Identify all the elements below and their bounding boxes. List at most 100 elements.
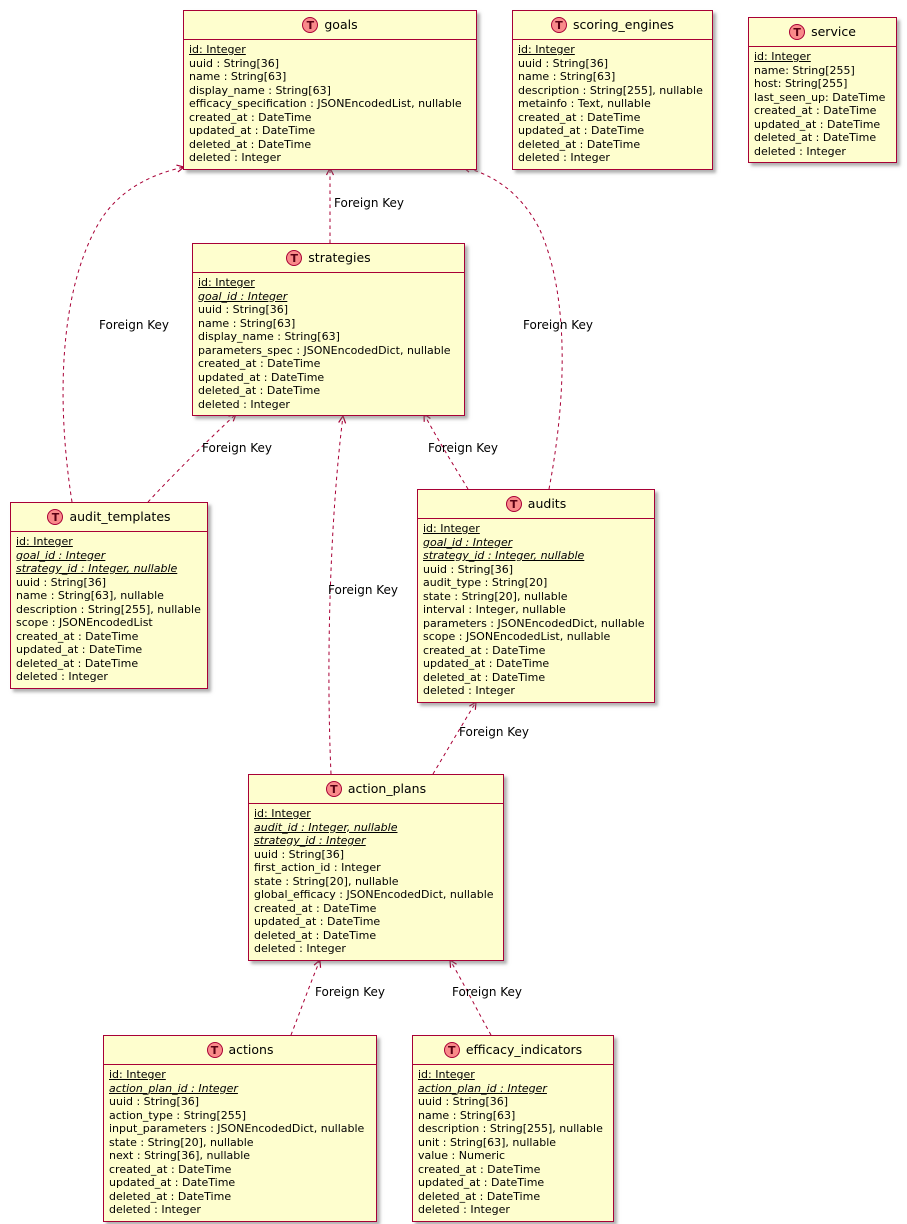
- field-row: created_at : DateTime: [423, 643, 546, 657]
- field-row: created_at : DateTime: [109, 1162, 232, 1176]
- field-row: state : String[20], nullable: [423, 589, 568, 603]
- table-name: action_plans: [347, 781, 427, 796]
- field-row: state : String[20], nullable: [109, 1135, 254, 1149]
- relation-label-actions-action_plans: Foreign Key: [315, 985, 385, 999]
- field-row: input_parameters : JSONEncodedDict, null…: [109, 1122, 365, 1135]
- relation-label-action_plans-audits: Foreign Key: [459, 725, 529, 739]
- field-row: id: Integer: [189, 43, 246, 56]
- relation-arrow-audit_templates-strategies: [147, 414, 236, 503]
- table-name: audit_templates: [69, 509, 171, 524]
- field-row: updated_at : DateTime: [254, 915, 381, 928]
- field-row: unit : String[63], nullable: [418, 1135, 557, 1149]
- field-row: deleted : Integer: [423, 684, 515, 697]
- table-name: scoring_engines: [573, 17, 674, 32]
- relation-label-audit_templates-goals: Foreign Key: [99, 318, 169, 332]
- field-row: action_plan_id : Integer: [418, 1081, 547, 1095]
- table-name: actions: [228, 1042, 274, 1057]
- field-row: deleted : Integer: [418, 1203, 510, 1216]
- field-row: efficacy_specification : JSONEncodedList…: [189, 97, 462, 110]
- relation-label-audit_templates-strategies: Foreign Key: [202, 441, 272, 455]
- field-row: deleted_at : DateTime: [189, 137, 312, 151]
- field-row: uuid : String[36]: [198, 303, 289, 316]
- table-name: goals: [324, 17, 358, 32]
- field-row: goal_id : Integer: [198, 289, 288, 303]
- field-row: description : String[255], nullable: [518, 83, 703, 97]
- field-row: uuid : String[36]: [254, 847, 345, 861]
- field-row: updated_at : DateTime: [418, 1176, 545, 1189]
- field-row: uuid : String[36]: [423, 562, 514, 576]
- field-row: first_action_id : Integer: [254, 861, 381, 874]
- table-spot-icon: T: [206, 1042, 223, 1058]
- field-row: id: Integer: [518, 43, 575, 56]
- field-row: metainfo : Text, nullable: [518, 97, 651, 110]
- field-row: uuid : String[36]: [418, 1095, 509, 1108]
- field-row: goal_id : Integer: [16, 548, 106, 562]
- field-row: description : String[255], nullable: [16, 602, 201, 616]
- field-row: deleted_at : DateTime: [198, 384, 321, 397]
- field-row: created_at : DateTime: [418, 1162, 541, 1176]
- field-row: host: String[255]: [754, 77, 848, 90]
- field-row: deleted_at : DateTime: [518, 137, 641, 151]
- field-row: deleted : Integer: [518, 151, 610, 164]
- field-row: action_plan_id : Integer: [109, 1081, 238, 1095]
- relation-label-strategies-goals: Foreign Key: [334, 196, 404, 210]
- field-row: deleted : Integer: [16, 670, 108, 683]
- field-row: updated_at : DateTime: [198, 370, 325, 384]
- field-row: id: Integer: [254, 807, 311, 820]
- field-row: deleted_at : DateTime: [109, 1189, 232, 1203]
- field-row: name : String[63], nullable: [16, 589, 164, 602]
- field-row: strategy_id : Integer, nullable: [16, 562, 178, 575]
- relation-label-audits-strategies: Foreign Key: [428, 441, 498, 455]
- field-row: id: Integer: [418, 1068, 475, 1081]
- field-row: created_at : DateTime: [518, 110, 641, 124]
- table-name: strategies: [308, 250, 371, 265]
- field-row: deleted_at : DateTime: [16, 656, 139, 670]
- field-row: parameters_spec : JSONEncodedDict, nulla…: [198, 343, 451, 357]
- field-row: deleted : Integer: [254, 942, 346, 955]
- field-row: created_at : DateTime: [16, 629, 139, 643]
- table-spot-icon: T: [443, 1042, 460, 1058]
- field-row: updated_at : DateTime: [518, 124, 645, 137]
- field-row: deleted : Integer: [109, 1203, 201, 1216]
- relation-arrow-audit_templates-goals: [62, 167, 184, 503]
- field-row: updated_at : DateTime: [16, 643, 143, 656]
- field-row: uuid : String[36]: [109, 1095, 200, 1108]
- field-row: uuid : String[36]: [16, 575, 107, 589]
- field-row: id: Integer: [109, 1068, 166, 1081]
- field-row: id: Integer: [754, 50, 811, 63]
- field-row: last_seen_up: DateTime: [754, 90, 886, 104]
- relation-label-efficacy_indicators-action_plans: Foreign Key: [452, 985, 522, 999]
- field-row: deleted_at : DateTime: [423, 670, 546, 684]
- field-row: name : String[63]: [518, 70, 616, 83]
- field-row: updated_at : DateTime: [109, 1176, 236, 1189]
- field-row: parameters : JSONEncodedDict, nullable: [423, 616, 645, 630]
- field-row: next : String[36], nullable: [109, 1149, 251, 1162]
- field-row: name : String[63]: [198, 316, 296, 330]
- field-row: id: Integer: [16, 535, 73, 548]
- table-spot-icon: T: [505, 496, 522, 512]
- field-row: goal_id : Integer: [423, 535, 513, 549]
- field-row: name : String[63]: [418, 1108, 516, 1122]
- table-spot-icon: T: [789, 24, 806, 40]
- field-row: deleted_at : DateTime: [754, 131, 877, 144]
- table-name: service: [811, 24, 856, 39]
- field-row: audit_id : Integer, nullable: [254, 820, 398, 834]
- field-row: created_at : DateTime: [754, 104, 877, 117]
- field-row: interval : Integer, nullable: [423, 603, 566, 616]
